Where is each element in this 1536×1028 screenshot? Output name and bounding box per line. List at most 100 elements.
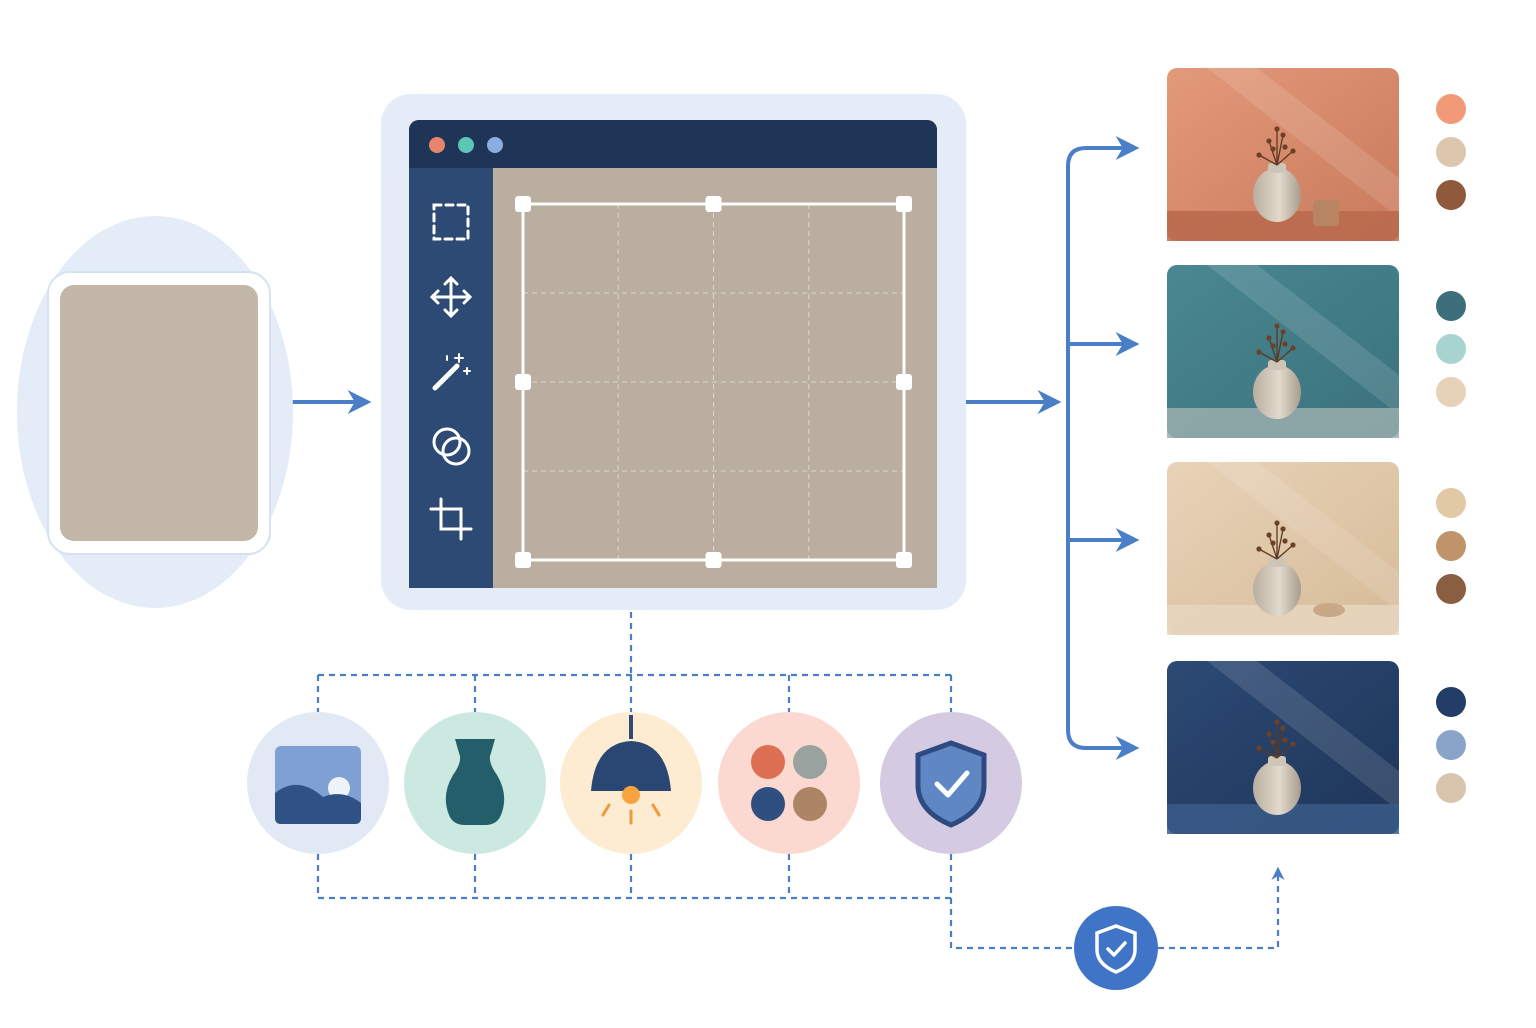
- variant-bud: [1256, 349, 1262, 355]
- selection-handle: [515, 552, 531, 568]
- lamp-shade: [591, 741, 671, 791]
- shield-body: [915, 740, 987, 828]
- selection-handle: [515, 374, 531, 390]
- crop-corners: [429, 497, 473, 541]
- shield-check-icon: [915, 740, 987, 828]
- pendant-lamp-icon: [591, 715, 671, 825]
- teal-variant-swatch-1: [1436, 291, 1466, 321]
- variant-bud: [1256, 546, 1262, 552]
- marquee-select-icon: [432, 203, 470, 241]
- selection-handle: [705, 196, 722, 212]
- palette-feature: [718, 712, 860, 854]
- variant-light-beam: [1207, 462, 1399, 612]
- variant-stem: [1276, 134, 1284, 166]
- beige-variant-swatch-2: [1436, 531, 1466, 561]
- blend-circles-icon: [432, 427, 471, 466]
- beige-variant: [1167, 462, 1399, 635]
- wand-stick: [432, 363, 460, 391]
- badge-check-icon: [1106, 941, 1127, 957]
- vase-icon: [445, 739, 505, 825]
- variant-vase-neck: [1268, 557, 1286, 567]
- editor-titlebar: [409, 120, 937, 168]
- navy-variant-swatch-3: [1436, 773, 1466, 803]
- variant-bud: [1290, 741, 1296, 747]
- landscape-sun: [328, 777, 350, 799]
- variant-bud: [1290, 345, 1296, 351]
- lighting-feature: [560, 712, 702, 854]
- selection-box: [515, 196, 912, 568]
- variant-buds: [1256, 126, 1296, 158]
- variant-bud: [1256, 745, 1262, 751]
- feature-circle: [718, 712, 860, 854]
- variant-light-beam: [1207, 265, 1399, 415]
- variant-stems: [1258, 326, 1294, 363]
- landscape-hills: [275, 784, 361, 824]
- close-dot: [429, 137, 445, 153]
- variant-bud: [1270, 146, 1276, 152]
- variant-stem: [1276, 544, 1294, 560]
- selection-handle: [896, 196, 912, 212]
- variant-background: [1167, 265, 1399, 438]
- wand-sparkles: [446, 353, 471, 375]
- marquee-rect: [432, 203, 470, 241]
- variant-stem: [1268, 733, 1278, 759]
- lamp-bulb: [622, 786, 640, 804]
- navy-variant: [1167, 661, 1399, 834]
- variant-vase: [1253, 365, 1301, 419]
- teal-variant-swatch-2: [1436, 334, 1466, 364]
- terracotta-variant: [1167, 68, 1399, 241]
- selection-handle: [705, 552, 722, 568]
- variant-bud: [1290, 148, 1296, 154]
- beige-variant-swatch-1: [1436, 488, 1466, 518]
- variant-bud: [1282, 538, 1288, 544]
- variant-stem: [1268, 140, 1278, 166]
- variant-bud: [1274, 126, 1280, 132]
- terracotta-variant-swatch-3: [1436, 180, 1466, 210]
- variant-bud: [1270, 739, 1276, 745]
- variant-background: [1167, 462, 1399, 635]
- variant-bud: [1274, 719, 1280, 725]
- variant-light-beam: [1207, 661, 1399, 811]
- variant-vase: [1253, 168, 1301, 222]
- variant-stem: [1276, 727, 1284, 759]
- variant-stems: [1258, 129, 1294, 166]
- selection-handle: [515, 196, 531, 212]
- variant-bud: [1282, 144, 1288, 150]
- selection-handle: [896, 374, 912, 390]
- variant-background: [1167, 68, 1399, 241]
- branch-arrow-1: [1066, 136, 1140, 167]
- shield-check: [934, 770, 970, 798]
- palette-dot-gray: [793, 745, 827, 779]
- terracotta-variant-swatch-1: [1436, 94, 1466, 124]
- move-arrows: [429, 275, 473, 319]
- navy-variant-swatch-2: [1436, 730, 1466, 760]
- move-tool-icon: [429, 275, 473, 319]
- variant-bud: [1282, 341, 1288, 347]
- dashed-to-check: [949, 898, 1076, 950]
- variant-bud: [1270, 343, 1276, 349]
- variant-vase: [1253, 562, 1301, 616]
- input-photo-bg: [60, 285, 258, 541]
- canvas-area: [493, 168, 937, 588]
- variant-stem: [1276, 347, 1294, 363]
- variant-stem: [1276, 150, 1294, 166]
- variant-bowl: [1313, 603, 1345, 617]
- branch-arrow-4: [1066, 729, 1140, 760]
- variant-vase-neck: [1268, 163, 1286, 173]
- variant-vase: [1253, 761, 1301, 815]
- variant-bud: [1266, 138, 1272, 144]
- vase-shape: [445, 739, 505, 825]
- terracotta-variant-swatch-2: [1436, 137, 1466, 167]
- variant-stem: [1258, 154, 1278, 166]
- variant-bud: [1280, 725, 1286, 731]
- variant-bud: [1282, 737, 1288, 743]
- selection-handle: [896, 552, 912, 568]
- landscape-image-icon: [275, 746, 361, 824]
- variant-stem: [1258, 747, 1278, 759]
- magic-wand-icon: [432, 353, 471, 391]
- badge-shield-icon: [1095, 924, 1137, 974]
- variant-bud: [1290, 542, 1296, 548]
- maximize-dot: [487, 137, 503, 153]
